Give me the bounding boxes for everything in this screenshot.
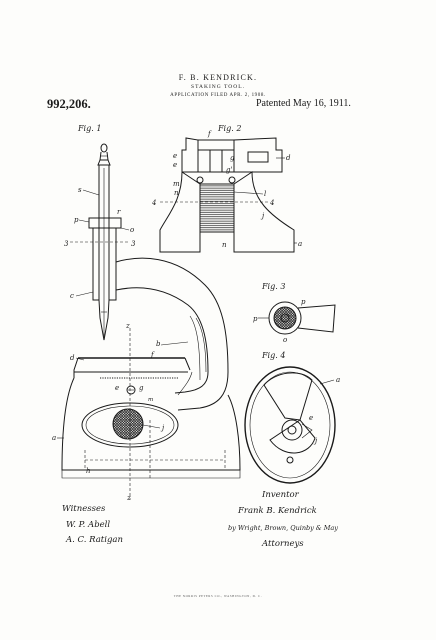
- fig1-label-z-top: z: [125, 322, 130, 330]
- fig1-label-r: r: [117, 208, 121, 216]
- figure-3-detail: Fig. 3 p p o: [253, 282, 336, 344]
- attorneys-label: Attorneys: [261, 539, 304, 549]
- patent-number: 992,206.: [47, 97, 91, 111]
- invention-title: STAKING TOOL.: [191, 84, 245, 90]
- fig2-label-f: f: [207, 130, 212, 138]
- fig2-label-e-upper: e: [173, 152, 177, 160]
- fig1-label-3-right: 3: [131, 240, 136, 248]
- witnesses-heading: Witnesses: [62, 504, 106, 514]
- fig2-label-g-prime: g': [226, 166, 232, 174]
- fig2-label-g: g: [230, 154, 235, 162]
- inventor-signature: Frank B. Kendrick: [237, 506, 317, 516]
- application-filed-line: APPLICATION FILED APR. 2, 1908.: [170, 93, 266, 98]
- figure-4-plan-view: Fig. 4 a e j: [244, 351, 340, 484]
- fig2-title: Fig. 2: [217, 124, 241, 133]
- printer-imprint: THE NORRIS PETERS CO., WASHINGTON, D. C.: [173, 594, 263, 598]
- fig3-label-p-left: p: [253, 315, 258, 323]
- fig1-label-b: b: [156, 340, 161, 348]
- fig1-label-z-bottom: z: [126, 494, 131, 502]
- fig2-label-l: l: [264, 190, 266, 198]
- fig1-label-s: s: [78, 186, 82, 194]
- fig3-label-o: o: [283, 336, 287, 344]
- fig1-label-d: d: [70, 354, 75, 362]
- fig4-label-j: j: [313, 437, 318, 445]
- fig2-label-d: d: [286, 154, 291, 162]
- fig3-title: Fig. 3: [261, 282, 285, 291]
- fig1-title: Fig. 1: [77, 124, 101, 133]
- fig2-label-a: a: [298, 240, 302, 248]
- fig2-label-4-left: 4: [151, 199, 156, 207]
- patent-date: Patented May 16, 1911.: [256, 98, 351, 109]
- fig2-label-n: n: [174, 189, 179, 197]
- witness-2-signature: A. C. Ratigan: [65, 535, 123, 545]
- fig1-label-j: j: [160, 424, 165, 432]
- attorneys-by-line: by Wright, Brown, Quinby & May: [228, 524, 338, 532]
- fig1-label-m: m: [148, 397, 153, 403]
- fig1-label-g: g: [139, 384, 144, 392]
- fig4-label-e: e: [309, 414, 313, 422]
- inventor-header: F. B. KENDRICK.: [178, 73, 258, 82]
- fig1-label-3-left: 3: [64, 240, 69, 248]
- fig1-label-p: p: [74, 216, 79, 224]
- fig4-title: Fig. 4: [261, 351, 285, 360]
- fig1-label-o: o: [130, 226, 134, 234]
- witness-1-signature: W. P. Abell: [66, 520, 110, 530]
- fig1-label-h: h: [86, 467, 91, 475]
- inventor-heading: Inventor: [261, 490, 300, 500]
- fig1-label-f: f: [150, 351, 155, 359]
- fig4-label-a: a: [336, 376, 340, 384]
- fig3-label-p-right: p: [301, 298, 306, 306]
- figure-1-side-view: Fig. 1: [52, 124, 241, 502]
- fig2-label-m: m: [173, 180, 180, 188]
- signature-block: Witnesses W. P. Abell A. C. Ratigan Inve…: [62, 490, 338, 549]
- fig1-label-a: a: [52, 434, 56, 442]
- fig1-label-e: e: [115, 384, 119, 392]
- fig1-label-c: c: [70, 292, 74, 300]
- fig2-label-j: j: [260, 212, 265, 220]
- fig2-label-e-lower: e: [173, 161, 177, 169]
- fig2-label-n-bottom: n: [222, 241, 227, 249]
- figure-2-section-view: Fig. 2 f e e g g' d: [151, 124, 302, 253]
- fig2-label-4-right: 4: [269, 199, 274, 207]
